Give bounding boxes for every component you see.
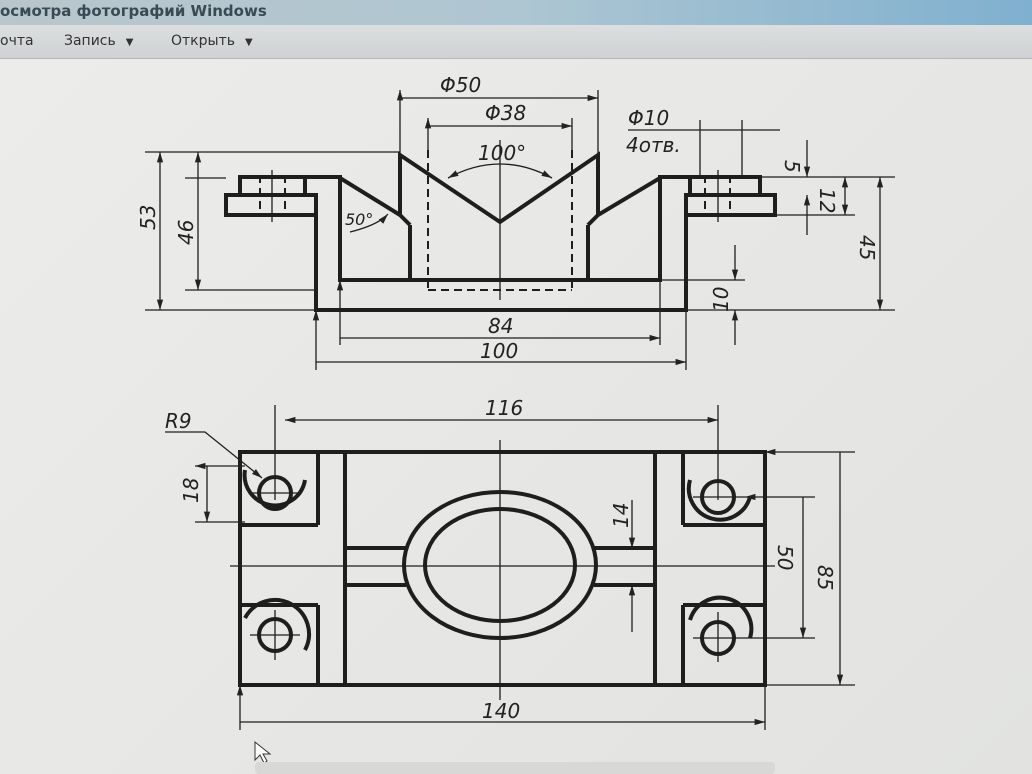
open-button[interactable]: Открыть ▼ bbox=[171, 33, 253, 49]
taskbar-edge bbox=[255, 762, 775, 774]
dim-h46: 46 bbox=[174, 220, 198, 245]
dim-w100: 100 bbox=[480, 339, 518, 363]
mail-label: очта bbox=[0, 33, 34, 49]
dim-h53: 53 bbox=[136, 205, 160, 230]
dim-w84: 84 bbox=[488, 314, 513, 338]
mouse-cursor-icon bbox=[254, 740, 272, 764]
dim-h5: 5 bbox=[780, 160, 804, 173]
dim-angle100: 100° bbox=[478, 141, 526, 165]
dim-w140: 140 bbox=[482, 699, 520, 723]
dim-d10: Φ10 bbox=[628, 106, 669, 130]
dim-h18: 18 bbox=[179, 478, 203, 503]
dimension-labels: Φ50 Φ38 100° 50° Φ10 4отв. 53 46 5 12 45… bbox=[136, 73, 879, 723]
dim-h45: 45 bbox=[855, 235, 879, 260]
chevron-down-icon: ▼ bbox=[244, 37, 253, 48]
open-label: Открыть bbox=[171, 33, 235, 49]
top-view bbox=[165, 405, 855, 730]
dim-d50: Φ50 bbox=[440, 73, 481, 97]
chevron-down-icon: ▼ bbox=[125, 37, 134, 48]
mail-button[interactable]: очта bbox=[0, 33, 34, 49]
dim-h50: 50 bbox=[773, 545, 797, 570]
dim-h14: 14 bbox=[609, 503, 633, 528]
dim-holes: 4отв. bbox=[626, 133, 681, 157]
burn-label: Запись bbox=[64, 33, 116, 49]
toolbar: очта Запись ▼ Открыть ▼ bbox=[0, 25, 1032, 59]
dim-w116: 116 bbox=[485, 396, 523, 420]
burn-button[interactable]: Запись ▼ bbox=[64, 33, 133, 49]
dim-d38: Φ38 bbox=[485, 101, 526, 125]
dim-r9: R9 bbox=[165, 409, 192, 433]
window-title: осмотра фотографий Windows bbox=[0, 2, 267, 20]
front-view bbox=[145, 90, 895, 370]
dim-h10: 10 bbox=[709, 287, 733, 312]
dim-h85: 85 bbox=[813, 565, 837, 590]
dim-angle50: 50° bbox=[345, 210, 373, 229]
dim-h12: 12 bbox=[815, 188, 839, 213]
photo-canvas bbox=[0, 59, 1032, 774]
title-bar: осмотра фотографий Windows bbox=[0, 0, 1032, 25]
